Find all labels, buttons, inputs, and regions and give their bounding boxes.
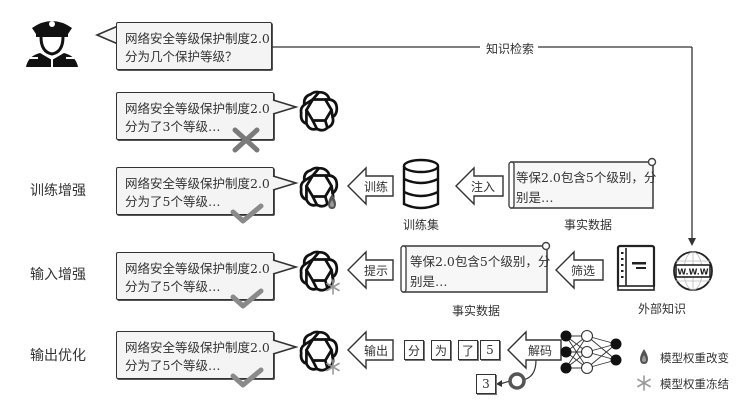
baseline-answer-line-2: 分为了3个等级… [125,119,221,134]
input-answer-bubble: 网络安全等级保护制度2.0 分为了5个等级… [116,252,274,300]
training-answer-line-1: 网络安全等级保护制度2.0 [125,176,270,191]
fact-scroll-frame-2 [400,241,551,293]
book-icon [616,244,656,291]
output-bubble-tail [272,339,299,355]
token-box: 5 [480,340,500,360]
train-arrow-label: 训练 [363,180,388,194]
output-arrow [347,330,394,370]
query-line-1: 网络安全等级保护制度2.0 [125,31,270,46]
filter-node-icon [508,372,526,390]
prompt-arrow-label: 提示 [363,264,388,278]
query-bubble: 网络安全等级保护制度2.0 分为几个保护等级？ [116,22,272,70]
input-answer-line-1: 网络安全等级保护制度2.0 [125,261,270,276]
correct-check-icon [230,367,264,388]
database-icon [402,158,440,210]
query-line-2: 分为几个保护等级？ [125,49,238,64]
fact-scroll-input: 等保2.0包含5个级别，分 别是… [406,248,554,296]
legend-weights-changed: 模型权重改变 [660,351,729,365]
fact-line-2: 别是… [410,274,448,289]
query-bubble-tail [94,25,119,45]
fact-line-2: 别是… [516,190,554,205]
token-box: 分 [404,340,424,360]
decode-arrow [507,330,562,370]
wrong-cross-icon [232,127,260,153]
fact-scroll-frame-1 [508,157,657,209]
filter-arrow [555,250,604,290]
fact-caption-input: 事实数据 [451,304,500,318]
output-arrow-label: 输出 [363,344,388,358]
dataset-caption: 训练集 [402,218,439,232]
rejected-token-box: 3 [476,374,496,394]
correct-check-icon [230,203,264,224]
fact-scroll-training: 等保2.0包含5个级别，分 别是… [512,164,660,212]
training-answer-bubble: 网络安全等级保护制度2.0 分为了5个等级… [116,167,274,215]
training-bubble-tail [272,175,299,191]
inject-arrow [455,166,504,206]
snowflake-icon [637,375,651,391]
baseline-answer-bubble: 网络安全等级保护制度2.0 分为了3个等级… [116,92,274,140]
train-arrow [347,166,394,206]
correct-check-icon [230,288,264,309]
decode-arrow-label: 解码 [527,344,552,358]
input-bubble-tail [272,259,299,275]
neural-network-icon [560,329,622,375]
inject-arrow-label: 注入 [470,180,495,194]
globe-www-icon: W.W.W [673,251,713,291]
fact-line-1: 等保2.0包含5个级别，分 [516,170,657,185]
token-box: 了 [458,340,478,360]
retrieval-label: 知识检索 [485,42,534,56]
fact-line-1: 等保2.0包含5个级别，分 [410,254,551,269]
svg-text:W.W.W: W.W.W [677,268,708,277]
output-answer-bubble: 网络安全等级保护制度2.0 分为了5个等级… [116,331,274,379]
training-answer-line-2: 分为了5个等级… [125,194,221,209]
input-answer-line-2: 分为了5个等级… [125,279,221,294]
output-answer-line-2: 分为了5个等级… [125,358,221,373]
filter-arrow-label: 筛选 [570,264,595,278]
row-label-training: 训练增强 [30,183,86,199]
baseline-answer-line-1: 网络安全等级保护制度2.0 [125,101,270,116]
row-label-input: 输入增强 [30,267,86,283]
external-knowledge-caption: 外部知识 [637,302,686,316]
legend-weights-frozen: 模型权重冻结 [660,377,729,391]
fact-caption-training: 事实数据 [563,218,612,232]
flame-icon [640,349,648,364]
token-box: 为 [431,340,451,360]
output-answer-line-1: 网络安全等级保护制度2.0 [125,340,270,355]
baseline-bubble-tail [272,99,299,115]
officer-avatar-icon [26,21,78,67]
prompt-arrow [347,250,394,290]
row-label-output: 输出优化 [30,348,86,364]
